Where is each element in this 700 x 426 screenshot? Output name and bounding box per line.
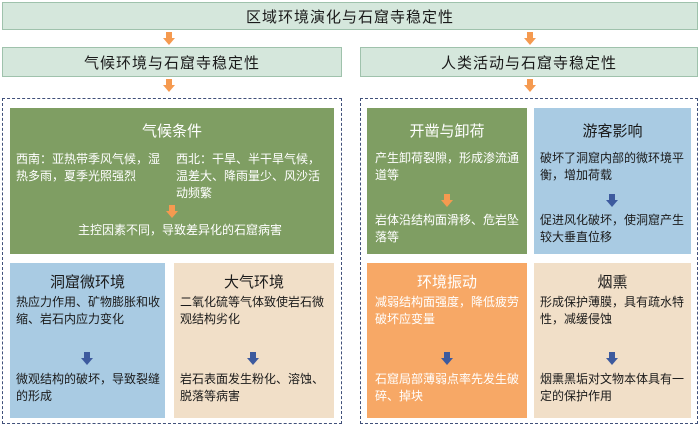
- atmosphere-text: 二氧化硫等气体致使岩石微观结构劣化: [180, 295, 325, 326]
- arrow-excavation-icon: [441, 194, 453, 207]
- arrow-left-panel-icon: [163, 79, 175, 92]
- right-header-box: 人类活动与石窟寺稳定性: [360, 47, 698, 77]
- smoke-text: 形成保护薄膜，具有疏水特性，减缓侵蚀: [540, 295, 685, 326]
- climate-northwest: 西北：干旱、半干旱气候，温差大、降雨量少、风沙活动频繁: [176, 152, 321, 200]
- arrow-atmosphere-icon: [247, 352, 259, 365]
- excavation-text: 产生卸荷裂隙，形成渗流通道等: [375, 151, 520, 182]
- vibration-result: 石窟局部薄弱点率先发生破碎、掉块: [375, 372, 520, 403]
- climate-title: 气候条件: [141, 122, 202, 140]
- tourism-result: 促进风化破坏，使洞窟产生较大垂直位移: [540, 213, 685, 244]
- atmosphere-title: 大气环境: [223, 273, 284, 291]
- right-panel: [360, 98, 698, 424]
- left-header-box: 气候环境与石窟寺稳定性: [2, 47, 342, 77]
- tourism-text: 破坏了洞窟内部的微环境平衡，增加荷载: [540, 151, 685, 182]
- atmosphere-box: 大气环境 二氧化硫等气体致使岩石微观结构劣化 岩石表面发生粉化、溶蚀、脱落等病害: [174, 263, 334, 418]
- smoke-box: 烟熏 形成保护薄膜，具有疏水特性，减缓侵蚀 烟熏黑垢对文物本体具有一定的保护作用: [534, 263, 691, 418]
- cave-micro-box: 洞窟微环境 热应力作用、矿物膨胀和收缩、岩石内应力变化 微观结构的破坏，导致裂缝…: [10, 263, 165, 418]
- cave-micro-text: 热应力作用、矿物膨胀和收缩、岩石内应力变化: [16, 295, 161, 326]
- right-header: 人类活动与石窟寺稳定性: [440, 53, 617, 72]
- tourism-title: 游客影响: [582, 122, 643, 140]
- arrow-vibration-icon: [441, 352, 453, 365]
- excavation-title: 开凿与卸荷: [409, 122, 485, 140]
- left-panel: [2, 98, 342, 424]
- arrow-cave-micro-icon: [81, 352, 93, 365]
- smoke-title: 烟熏: [597, 273, 628, 291]
- cave-micro-title: 洞窟微环境: [49, 273, 125, 291]
- smoke-result: 烟熏黑垢对文物本体具有一定的保护作用: [540, 372, 685, 403]
- arrow-tourism-icon: [606, 194, 618, 207]
- vibration-text: 减弱结构面强度，降低疲劳破坏应变量: [375, 295, 520, 326]
- arrow-top-left-icon: [163, 32, 175, 45]
- climate-conclusion: 主控因素不同，导致差异化的石窟病害: [77, 223, 282, 237]
- tourism-box: 游客影响 破坏了洞窟内部的微环境平衡，增加荷载 促进风化破坏，使洞窟产生较大垂直…: [534, 108, 691, 254]
- climate-southwest: 西南：亚热带季风气候，湿热多雨，夏季光照强烈: [16, 152, 161, 183]
- vibration-box: 环境振动 减弱结构面强度，降低疲劳破坏应变量 石窟局部薄弱点率先发生破碎、掉块: [367, 263, 527, 418]
- cave-micro-result: 微观结构的破坏，导致裂缝的形成: [16, 372, 161, 403]
- excavation-result: 岩体沿结构面滑移、危岩坠落等: [375, 213, 520, 244]
- arrow-climate-icon: [166, 205, 178, 218]
- left-header: 气候环境与石窟寺稳定性: [83, 53, 260, 72]
- top-title: 区域环境演化与石窟寺稳定性: [245, 7, 454, 26]
- vibration-title: 环境振动: [416, 273, 477, 291]
- arrow-top-right-icon: [524, 32, 536, 45]
- top-title-box: 区域环境演化与石窟寺稳定性: [2, 2, 698, 30]
- excavation-box: 开凿与卸荷 产生卸荷裂隙，形成渗流通道等 岩体沿结构面滑移、危岩坠落等: [367, 108, 527, 254]
- atmosphere-result: 岩石表面发生粉化、溶蚀、脱落等病害: [180, 372, 325, 403]
- climate-box: 气候条件 西南：亚热带季风气候，湿热多雨，夏季光照强烈 西北：干旱、半干旱气候，…: [10, 108, 334, 254]
- arrow-right-panel-icon: [524, 79, 536, 92]
- arrow-smoke-icon: [606, 352, 618, 365]
